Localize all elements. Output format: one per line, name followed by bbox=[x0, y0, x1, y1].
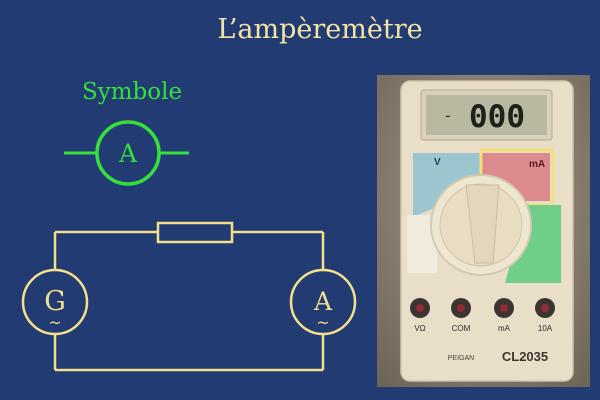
terminal-label-com: COM bbox=[452, 324, 471, 333]
lcd-sign: - bbox=[443, 106, 453, 125]
generator-circle bbox=[21, 268, 89, 336]
model-label: CL2035 bbox=[502, 349, 548, 364]
ammeter-circle bbox=[289, 268, 357, 336]
terminal-vohm-core bbox=[416, 304, 424, 312]
terminal-label-10a: 10A bbox=[538, 324, 553, 333]
terminal-10a-core bbox=[541, 304, 549, 312]
ammeter-mark: ~ bbox=[316, 313, 329, 332]
current-unit-label: mA bbox=[529, 159, 545, 170]
voltage-unit-label: V bbox=[434, 157, 441, 168]
terminal-com-core bbox=[457, 304, 465, 312]
symbol-letter: A bbox=[118, 139, 138, 168]
generator-mark: ~ bbox=[48, 313, 61, 332]
lcd-reading: 000 bbox=[469, 99, 525, 135]
terminal-label-ma: mA bbox=[498, 324, 511, 333]
terminal-label-vohm: VΩ bbox=[414, 324, 425, 333]
symbol-circle bbox=[95, 120, 161, 186]
ammeter-letter: A bbox=[313, 287, 333, 316]
multimeter-photo: - 000 V mA VΩ COM mA 10A PEIGAN CL2035 bbox=[377, 75, 590, 387]
terminal-ma-core bbox=[500, 304, 508, 312]
dial-pointer bbox=[465, 184, 500, 264]
resistance-zone bbox=[505, 205, 561, 283]
resistor bbox=[156, 221, 234, 244]
generator-letter: G bbox=[44, 286, 66, 317]
lcd-screen bbox=[426, 95, 547, 135]
symbol-label: Symbole bbox=[82, 79, 183, 105]
circuit-diagram bbox=[21, 221, 357, 372]
slide-title: L’ampèremètre bbox=[217, 14, 423, 45]
multimeter-illustration: - 000 V mA VΩ COM mA 10A PEIGAN CL2035 bbox=[377, 75, 590, 387]
brand-label: PEIGAN bbox=[448, 355, 474, 362]
ammeter-symbol: A bbox=[64, 120, 189, 186]
